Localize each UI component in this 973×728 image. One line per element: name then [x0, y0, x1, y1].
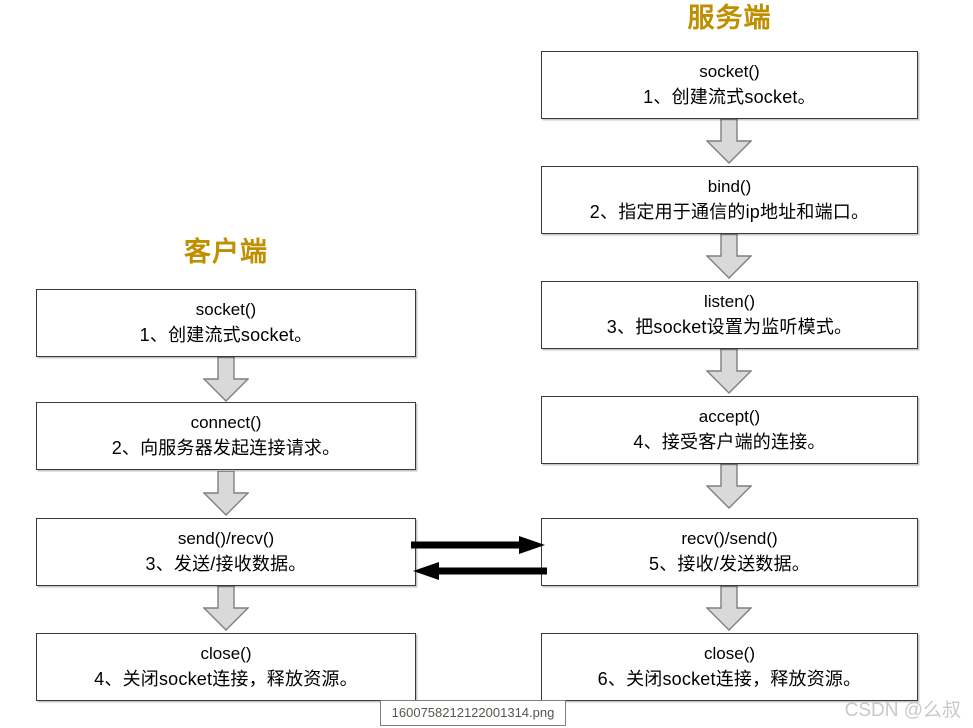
server-step-close-function: close()	[703, 644, 755, 663]
flow-arrow-client-3	[203, 586, 249, 631]
flow-arrow-client-2	[203, 471, 249, 516]
server-step-accept-desc: 4、接受客户端的连接。	[633, 432, 826, 452]
server-step-bind[interactable]: bind() 2、指定用于通信的ip地址和端口。	[541, 166, 918, 234]
server-step-recv-send[interactable]: recv()/send() 5、接收/发送数据。	[541, 518, 918, 586]
csdn-watermark: CSDN @么叔	[844, 700, 961, 721]
client-column-title: 客户端	[184, 237, 268, 267]
client-step-socket-function: socket()	[195, 300, 257, 319]
server-step-bind-function: bind()	[707, 177, 752, 196]
exchange-arrow-client-to-server	[409, 536, 549, 554]
exchange-arrow-server-to-client	[409, 562, 549, 580]
flow-arrow-server-4	[706, 464, 752, 509]
server-step-close[interactable]: close() 6、关闭socket连接，释放资源。	[541, 633, 918, 701]
server-step-recv-send-desc: 5、接收/发送数据。	[648, 554, 810, 574]
client-step-socket-desc: 1、创建流式socket。	[139, 325, 313, 345]
client-step-socket[interactable]: socket() 1、创建流式socket。	[36, 289, 416, 357]
client-step-connect[interactable]: connect() 2、向服务器发起连接请求。	[36, 402, 416, 470]
client-step-close-function: close()	[200, 644, 252, 663]
server-column-title: 服务端	[687, 3, 772, 33]
filename-label: 1600758212122001314.png	[380, 700, 566, 726]
server-step-listen-desc: 3、把socket设置为监听模式。	[606, 317, 853, 337]
client-step-connect-function: connect()	[190, 413, 262, 432]
server-step-socket-desc: 1、创建流式socket。	[643, 87, 816, 107]
server-step-listen-function: listen()	[703, 292, 755, 311]
client-step-close-desc: 4、关闭socket连接，释放资源。	[94, 669, 358, 689]
flow-arrow-server-3	[706, 349, 752, 394]
flow-arrow-server-2	[706, 234, 752, 279]
server-step-socket-function: socket()	[699, 62, 760, 81]
server-step-listen[interactable]: listen() 3、把socket设置为监听模式。	[541, 281, 918, 349]
flow-arrow-client-1	[203, 357, 249, 402]
server-step-accept-function: accept()	[698, 407, 761, 426]
server-step-bind-desc: 2、指定用于通信的ip地址和端口。	[589, 202, 870, 222]
flow-arrow-server-5	[706, 586, 752, 631]
client-step-close[interactable]: close() 4、关闭socket连接，释放资源。	[36, 633, 416, 701]
client-step-send-recv[interactable]: send()/recv() 3、发送/接收数据。	[36, 518, 416, 586]
server-step-socket[interactable]: socket() 1、创建流式socket。	[541, 51, 918, 119]
server-step-close-desc: 6、关闭socket连接，释放资源。	[597, 669, 862, 689]
client-step-send-recv-desc: 3、发送/接收数据。	[145, 554, 307, 574]
client-step-connect-desc: 2、向服务器发起连接请求。	[111, 438, 341, 458]
server-step-recv-send-function: recv()/send()	[681, 529, 778, 548]
client-step-send-recv-function: send()/recv()	[177, 529, 275, 548]
server-step-accept[interactable]: accept() 4、接受客户端的连接。	[541, 396, 918, 464]
flow-arrow-server-1	[706, 119, 752, 164]
